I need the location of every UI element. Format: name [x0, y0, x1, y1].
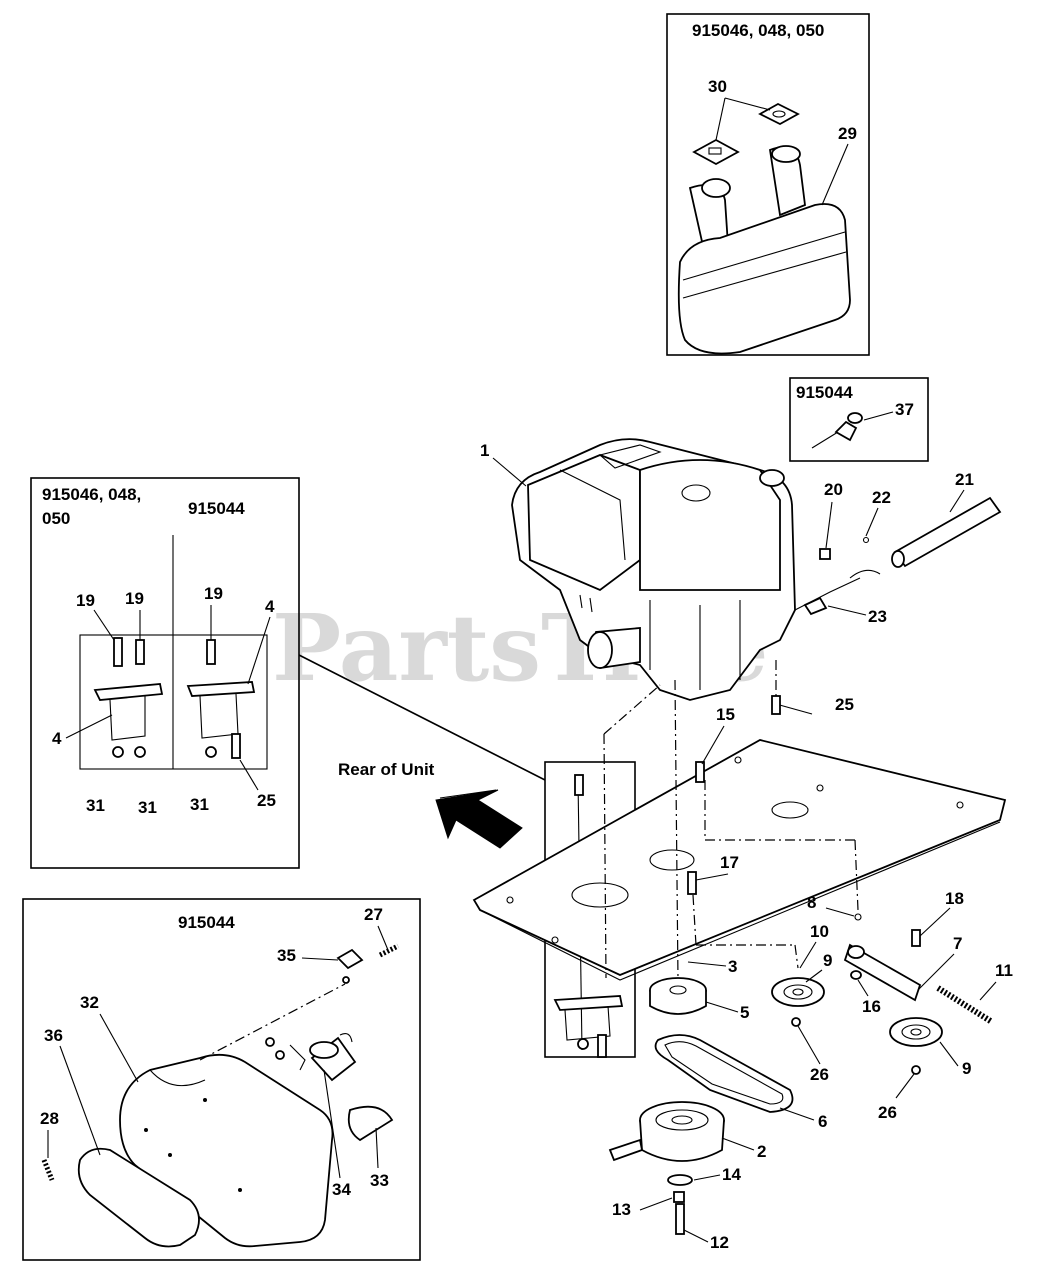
mounting-detail-box: 915046, 048, 050 915044 19 19 19 4 4 31 … — [30, 477, 300, 869]
callout-13: 13 — [612, 1200, 631, 1219]
callout-26a: 26 — [810, 1065, 829, 1084]
box-header-left: 915046, 048, — [42, 485, 141, 504]
callout-33: 33 — [370, 1171, 389, 1190]
muffler-915044-box: 915044 27 35 32 36 28 34 — [22, 898, 421, 1261]
callout-35: 35 — [277, 946, 296, 965]
callout-25: 25 — [835, 695, 854, 714]
callout-25-left: 25 — [257, 791, 276, 810]
box-header: 915044 — [178, 913, 235, 932]
callout-31c: 31 — [190, 795, 209, 814]
drive-components: 3 5 6 2 14 13 12 8 10 9 26 18 7 11 16 9 … — [608, 889, 1013, 1252]
deck-plate: 15 17 — [472, 679, 1007, 981]
callout-19c: 19 — [204, 584, 223, 603]
callout-22: 22 — [872, 488, 891, 507]
callout-6: 6 — [818, 1112, 827, 1131]
callout-11: 11 — [995, 961, 1013, 980]
callout-23: 23 — [868, 607, 887, 626]
callout-20: 20 — [824, 480, 843, 499]
callout-34: 34 — [332, 1180, 351, 1199]
callout-31a: 31 — [86, 796, 105, 815]
callout-36: 36 — [44, 1026, 63, 1045]
callout-21: 21 — [955, 470, 974, 489]
callout-4b: 4 — [52, 729, 62, 748]
callout-29: 29 — [838, 124, 857, 143]
callout-1: 1 — [480, 441, 489, 460]
callout-14: 14 — [722, 1165, 741, 1184]
callout-16: 16 — [862, 997, 881, 1016]
callout-26b: 26 — [878, 1103, 897, 1122]
callout-17: 17 — [720, 853, 739, 872]
callout-19a: 19 — [76, 591, 95, 610]
rear-arrow-icon — [435, 789, 523, 849]
callout-19b: 19 — [125, 589, 144, 608]
box-header-right: 915044 — [188, 499, 245, 518]
callout-2: 2 — [757, 1142, 766, 1161]
callout-27: 27 — [364, 905, 383, 924]
spark-plug-box: 915044 37 — [789, 377, 929, 462]
callout-9a: 9 — [823, 951, 832, 970]
rear-of-unit-label: Rear of Unit — [338, 760, 435, 779]
box-header: 915046, 048, 050 — [692, 21, 824, 40]
callout-8: 8 — [807, 893, 816, 912]
callout-28: 28 — [40, 1109, 59, 1128]
callout-5: 5 — [740, 1003, 749, 1022]
engine: 1 20 22 21 23 25 — [480, 438, 1002, 715]
callout-12: 12 — [710, 1233, 729, 1252]
callout-32: 32 — [80, 993, 99, 1012]
callout-37: 37 — [895, 400, 914, 419]
callout-4a: 4 — [265, 597, 275, 616]
callout-9b: 9 — [962, 1059, 971, 1078]
callout-31b: 31 — [138, 798, 157, 817]
callout-18: 18 — [945, 889, 964, 908]
callout-15: 15 — [716, 705, 735, 724]
callout-3: 3 — [728, 957, 737, 976]
callout-7: 7 — [953, 934, 962, 953]
box-header-left-2: 050 — [42, 509, 70, 528]
box-header: 915044 — [796, 383, 853, 402]
muffler-option-box: 915046, 048, 050 30 29 — [666, 13, 870, 356]
callout-10: 10 — [810, 922, 829, 941]
callout-30: 30 — [708, 77, 727, 96]
